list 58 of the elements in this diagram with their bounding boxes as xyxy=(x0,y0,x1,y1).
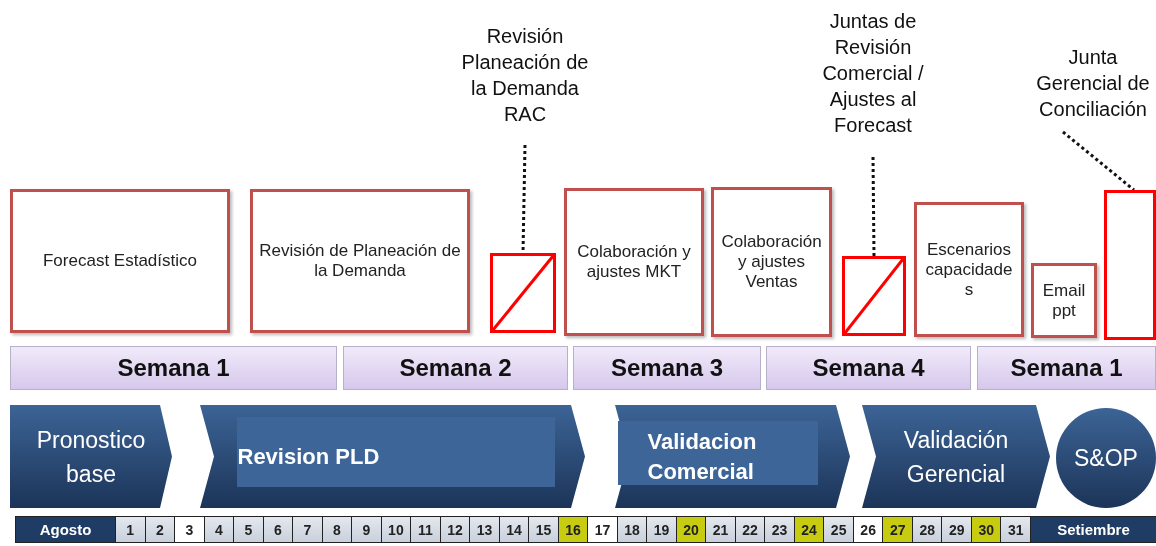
circle-shape xyxy=(1056,408,1156,508)
day-cell: 29 xyxy=(941,516,972,543)
week-band xyxy=(977,346,1156,390)
crossed-box xyxy=(842,256,906,336)
day-cell: 19 xyxy=(646,516,677,543)
month-label: Setiembre xyxy=(1030,516,1156,543)
stage-label: Validación Gerencial xyxy=(902,425,1010,489)
day-cell: 15 xyxy=(528,516,559,543)
chevron-shape xyxy=(10,405,172,508)
task-box xyxy=(1031,263,1097,338)
week-label: Semana 1 xyxy=(117,354,230,382)
day-cell: 7 xyxy=(292,516,323,543)
stage-label: S&OP xyxy=(1074,444,1138,473)
day-cell: 13 xyxy=(469,516,500,543)
day-cell: 21 xyxy=(705,516,736,543)
week-band xyxy=(766,346,971,390)
day-cell: 3 xyxy=(174,516,205,543)
stage-label: Revision PLD xyxy=(237,442,381,471)
chevron-shape xyxy=(615,405,850,508)
week-label: Semana 3 xyxy=(610,354,724,382)
day-cell: 23 xyxy=(764,516,795,543)
day-cell: 9 xyxy=(351,516,382,543)
leader-line xyxy=(871,157,876,256)
week-band xyxy=(573,346,761,390)
chevron-shape xyxy=(862,405,1050,508)
task-label: Revisión de Planeación de la Demanda xyxy=(258,241,462,281)
task-box xyxy=(711,187,832,337)
annotation-text: Junta Gerencial de Conciliación xyxy=(1035,44,1151,122)
task-label: Forecast Estadístico xyxy=(43,251,197,271)
week-label: Semana 4 xyxy=(812,354,925,382)
day-cell: 5 xyxy=(233,516,264,543)
annotation-text: Juntas de Revisión Comercial / Ajustes al Forecast xyxy=(821,8,925,138)
task-box xyxy=(250,189,470,333)
week-band xyxy=(10,346,337,390)
week-band xyxy=(343,346,568,390)
day-cell: 11 xyxy=(410,516,441,543)
crossed-box xyxy=(490,253,556,333)
stage-label: Validacion Comercial xyxy=(647,427,758,486)
month-label: Agosto xyxy=(15,516,116,543)
leader-line xyxy=(1062,130,1135,192)
annotation-text: Revisión Planeación de la Demanda RAC xyxy=(460,24,590,127)
task-box xyxy=(914,202,1024,337)
task-box xyxy=(10,189,230,333)
task-label: Colaboración y ajustes MKT xyxy=(576,242,692,282)
day-cell: 1 xyxy=(115,516,146,543)
empty-box xyxy=(1104,190,1156,340)
task-label: Escenarios capacidades xyxy=(924,239,1014,300)
week-label: Semana 2 xyxy=(399,354,512,382)
task-box xyxy=(564,188,704,336)
chevron-shape xyxy=(200,405,585,508)
task-label: Colaboración y ajustes Ventas xyxy=(720,232,823,292)
day-cell: 27 xyxy=(882,516,913,543)
stage-label: Pronostico base xyxy=(35,425,147,489)
day-cell: 17 xyxy=(587,516,618,543)
day-cell: 31 xyxy=(1000,516,1031,543)
day-cell: 25 xyxy=(823,516,854,543)
task-label: Email ppt xyxy=(1041,280,1087,321)
week-label: Semana 1 xyxy=(1010,354,1123,382)
